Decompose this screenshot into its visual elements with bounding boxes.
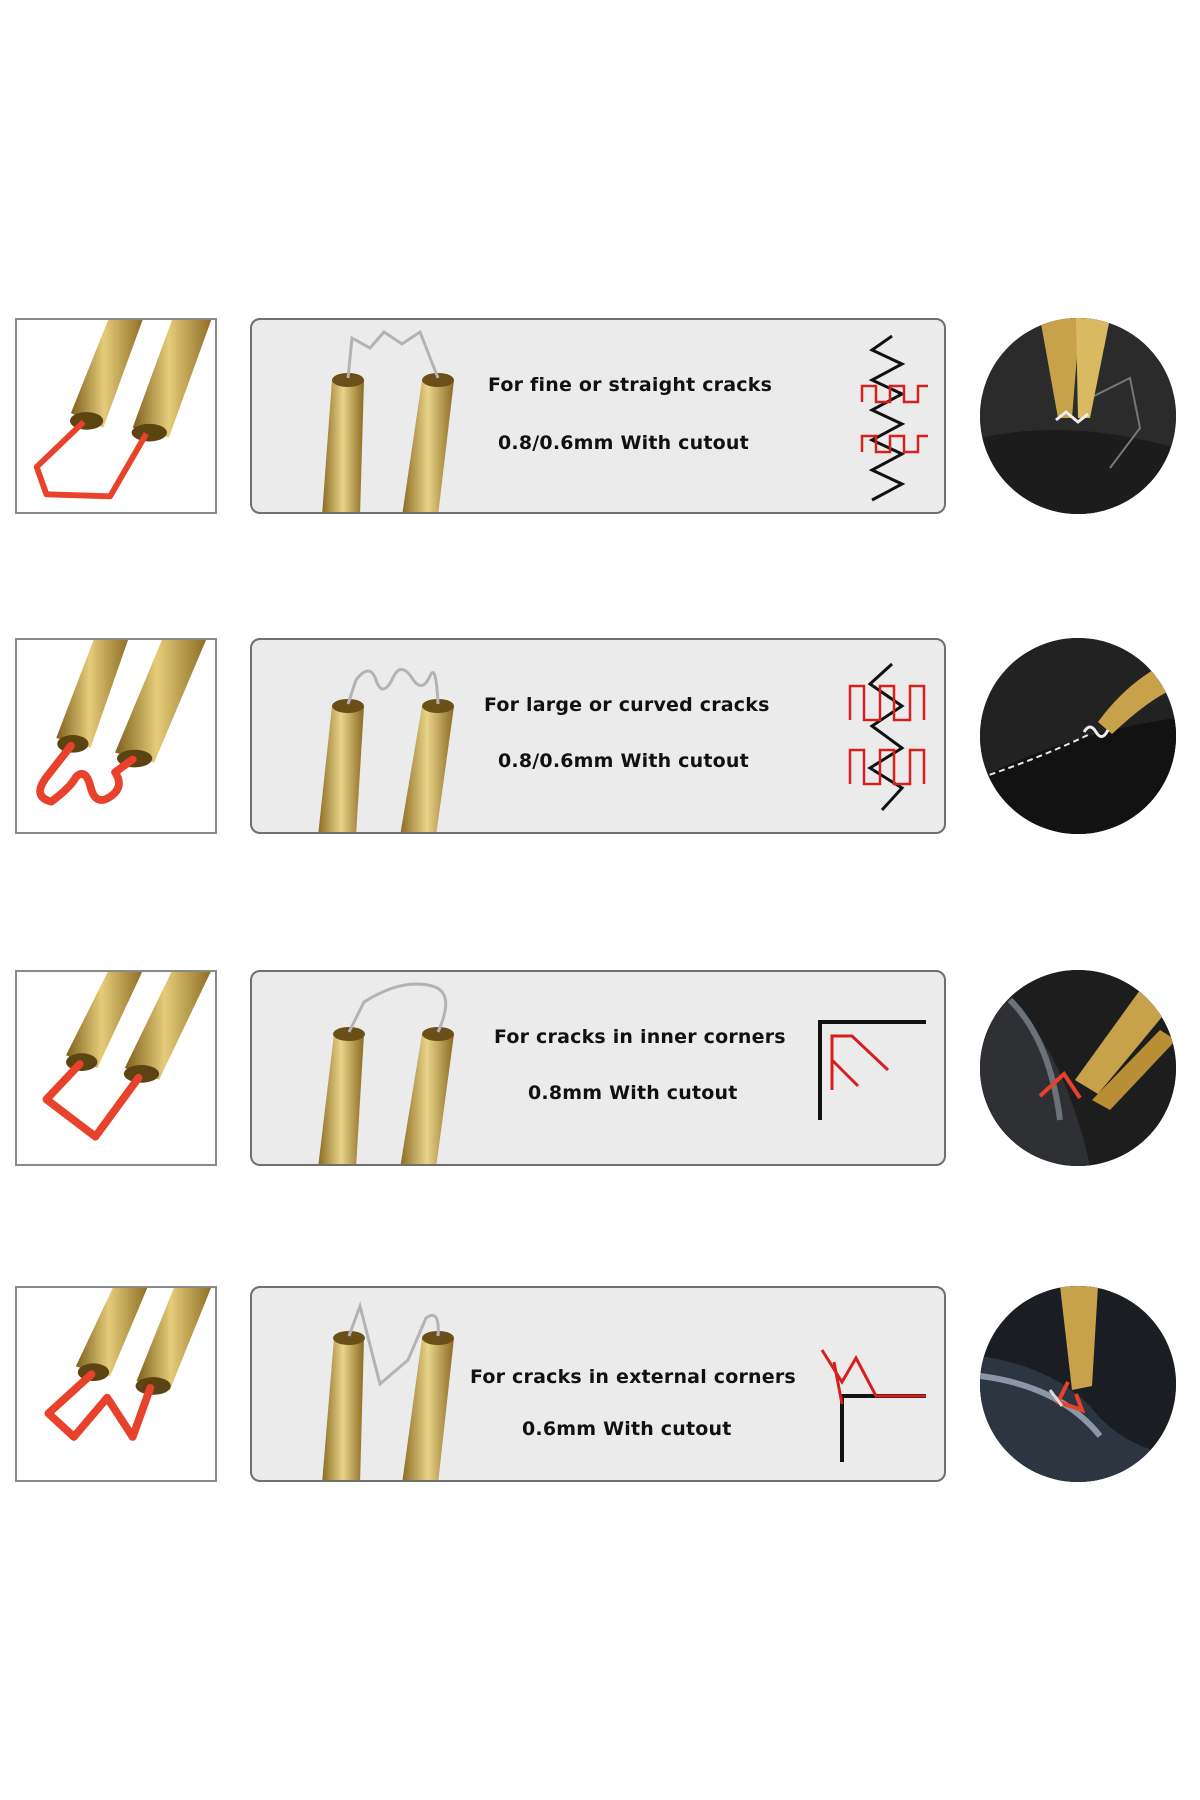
staple-spec-label: 0.8/0.6mm With cutout	[498, 750, 749, 772]
crack-diagram-icon	[848, 662, 926, 812]
hot-staple-photo	[15, 318, 217, 514]
application-photo	[980, 638, 1176, 834]
crack-diagram-icon	[860, 334, 928, 502]
staple-use-label: For cracks in inner corners	[494, 1026, 786, 1048]
description-panel: For large or curved cracks 0.8/0.6mm Wit…	[250, 638, 946, 834]
application-photo	[980, 1286, 1176, 1482]
description-panel: For cracks in external corners 0.6mm Wit…	[250, 1286, 946, 1482]
staple-spec-label: 0.6mm With cutout	[522, 1418, 732, 1440]
hot-staple-photo	[15, 970, 217, 1166]
corner-diagram-icon	[820, 1349, 926, 1462]
staple-use-label: For cracks in external corners	[470, 1366, 796, 1388]
staple-row-inner-corners: For cracks in inner corners 0.8mm With c…	[0, 970, 1200, 1166]
staple-use-label: For large or curved cracks	[484, 694, 770, 716]
corner-diagram-icon	[818, 1020, 926, 1120]
staple-spec-label: 0.8mm With cutout	[528, 1082, 738, 1104]
application-photo	[980, 318, 1176, 514]
application-photo	[980, 970, 1176, 1166]
description-panel: For fine or straight cracks 0.8/0.6mm Wi…	[250, 318, 946, 514]
staple-row-fine-cracks: For fine or straight cracks 0.8/0.6mm Wi…	[0, 318, 1200, 514]
staple-row-large-cracks: For large or curved cracks 0.8/0.6mm Wit…	[0, 638, 1200, 834]
staple-use-label: For fine or straight cracks	[488, 374, 773, 396]
staple-spec-label: 0.8/0.6mm With cutout	[498, 432, 749, 454]
hot-staple-photo	[15, 1286, 217, 1482]
hot-staple-photo	[15, 638, 217, 834]
description-panel: For cracks in inner corners 0.8mm With c…	[250, 970, 946, 1166]
staple-row-external-corners: For cracks in external corners 0.6mm Wit…	[0, 1286, 1200, 1482]
